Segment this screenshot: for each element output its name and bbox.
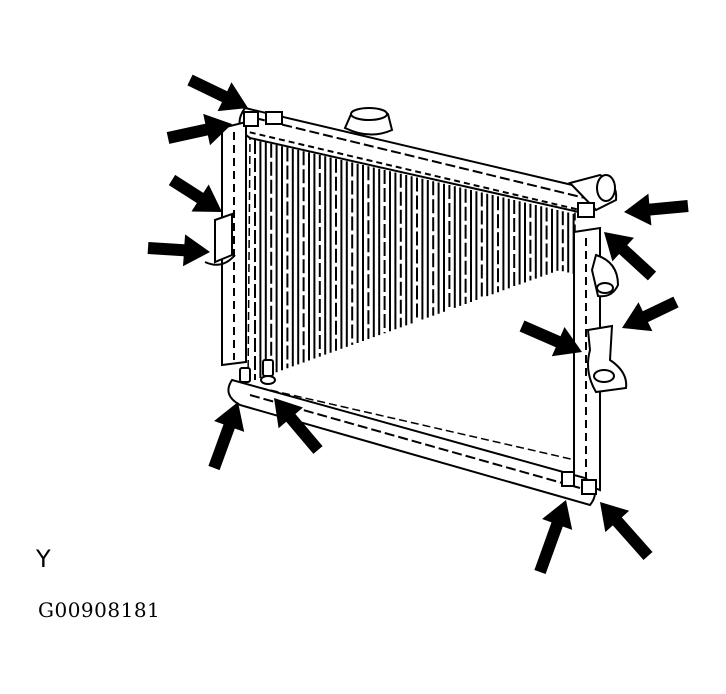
arrow-left-side-lower-icon (147, 234, 210, 267)
arrow-top-left-upper-icon (187, 74, 248, 112)
arrow-right-bracket-upper-icon (622, 296, 679, 332)
radiator-cap (343, 107, 394, 136)
mounting-bosses (239, 111, 597, 495)
arrow-top-left-lower-icon (166, 113, 232, 146)
arrow-right-top-inner-icon (604, 232, 657, 281)
arrow-bottom-left-inner-icon (274, 398, 323, 454)
arrow-right-top-outer-icon (624, 193, 689, 226)
radiator-fins (254, 140, 575, 380)
view-label: Y (36, 545, 51, 573)
arrow-bottom-right-inner-icon (600, 502, 653, 560)
radiator-core (247, 134, 576, 461)
upper-hose-outlet (568, 173, 618, 212)
right-side-tank (573, 226, 601, 492)
arrow-bottom-right-outer-icon (534, 500, 573, 574)
right-bracket (586, 253, 628, 394)
callout-arrows (147, 74, 689, 574)
figure-id: G00908181 (38, 598, 161, 622)
left-side-tank (204, 120, 247, 367)
arrow-right-bracket-lower-icon (519, 320, 582, 357)
arrow-bottom-left-outer-icon (208, 402, 245, 471)
arrow-left-side-upper-icon (168, 174, 222, 212)
